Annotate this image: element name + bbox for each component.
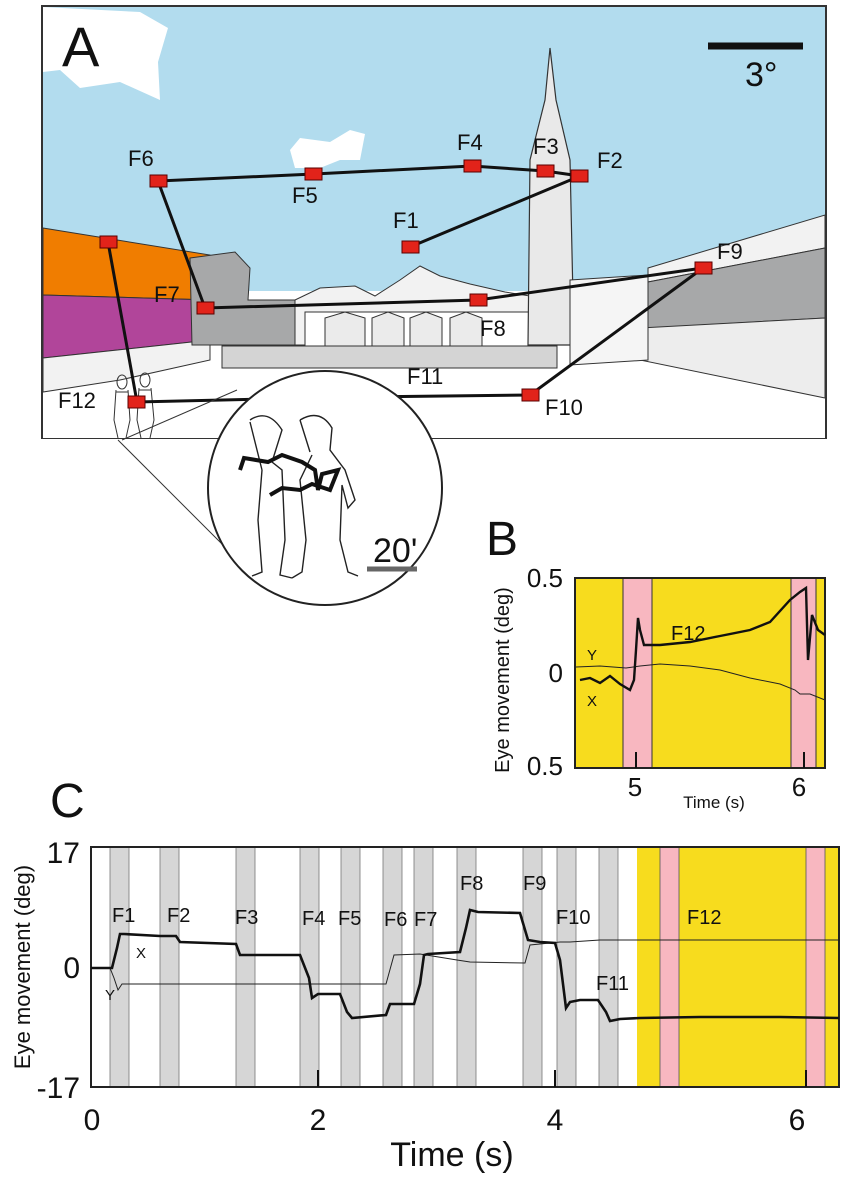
- cloud-middle: [290, 130, 365, 168]
- panel-c-saccade-band: [159, 846, 180, 1088]
- inset-scanpath: [238, 452, 342, 497]
- fixation-label-f3: F3: [533, 134, 559, 159]
- panel-c-fixation-label-f2: F2: [167, 905, 190, 927]
- fixation-marker-f2: [570, 169, 589, 183]
- fixation-marker-f1: [401, 240, 420, 254]
- panel-b-x-axis-label: Time (s): [683, 793, 745, 812]
- panel-c-x-trace: [91, 908, 840, 1023]
- panel-c-x-tick-label-6: 6: [789, 1104, 806, 1137]
- panel-c-f12-saccade-2: [805, 846, 826, 1088]
- fixation-label-f7: F7: [154, 282, 180, 307]
- panel-c-fixation-label-f5: F5: [338, 908, 361, 930]
- panel-c-y-tick-top: 17: [47, 837, 80, 870]
- panel-c-fixation-label-f6: F6: [384, 909, 407, 931]
- panel-label-a: A: [62, 15, 100, 78]
- fixation-marker-f12: [127, 395, 146, 409]
- panel-b-x-trace: [579, 585, 826, 692]
- fixation-marker-f5: [304, 167, 323, 181]
- arch-2: [371, 311, 405, 350]
- panel-label-b: B: [486, 513, 518, 566]
- fixation-label-f12: F12: [58, 388, 96, 413]
- right-middle-building: [569, 274, 649, 366]
- panel-c-fixation-label-f10: F10: [556, 907, 590, 929]
- panel-c-trace-label-x: X: [136, 945, 146, 962]
- panel-label-c: C: [50, 775, 85, 828]
- panel-c-saccade-band: [340, 846, 361, 1088]
- panel-b-y-axis-label: Eye movement (deg): [492, 587, 514, 773]
- panel-c-f12-saccade-1: [659, 846, 680, 1088]
- panel-c-saccade-band: [235, 846, 256, 1088]
- panel-c-fixation-label-f12: F12: [687, 907, 721, 929]
- panel-c-y-trace: [91, 939, 839, 992]
- fixation-label-f5: F5: [292, 183, 318, 208]
- panel-c-saccade-band: [598, 846, 619, 1088]
- panel-c-fixation-label-f9: F9: [523, 873, 546, 895]
- panel-b-trace-label-x: X: [587, 693, 597, 710]
- panel-b-plot-bg: [575, 578, 825, 768]
- panel-c-y-tick-bottom: -17: [37, 1072, 80, 1105]
- fixation-label-f4: F4: [457, 130, 483, 155]
- low-wall: [221, 345, 558, 369]
- panel-c-fixation-label-f7: F7: [414, 909, 437, 931]
- fixation-label-f2: F2: [597, 148, 623, 173]
- panel-c-y-axis-label: Eye movement (deg): [10, 865, 35, 1069]
- panel-c-x-tick-label-2: 2: [310, 1104, 327, 1137]
- fixation-marker-start: [99, 235, 118, 249]
- panel-c: C X Y F1 F2 F3 F4 F5 F6 F7 F8 F9 F1: [10, 775, 840, 1174]
- fixation-marker-f4: [463, 159, 482, 173]
- panel-b-saccade-2: [790, 577, 817, 769]
- scale-label: 3°: [745, 56, 778, 94]
- magnifier-connector-top: [121, 389, 238, 441]
- panel-b-trace-label-y: Y: [587, 647, 597, 664]
- panel-b-fixation-label: F12: [671, 623, 705, 645]
- panel-c-fixation-label-f4: F4: [302, 908, 325, 930]
- sky: [43, 7, 825, 291]
- fixation-label-f6: F6: [128, 146, 154, 171]
- fixation-label-f9: F9: [717, 239, 743, 264]
- fixation-marker-f10: [521, 388, 540, 402]
- fixation-marker-f3: [536, 164, 555, 178]
- panel-b-y-tick-top: 0.5: [527, 563, 563, 593]
- fixation-label-f11: F11: [407, 364, 443, 389]
- fixation-label-f10: F10: [545, 395, 583, 420]
- panel-a: F1 F2 F3 F4 F5 F6 F7 F8 F9 F10 F11 F12 3…: [41, 5, 827, 606]
- arch-4: [449, 311, 483, 350]
- panel-c-fixation-label-f3: F3: [235, 907, 258, 929]
- panel-b-y-tick-bottom: 0.5: [527, 751, 563, 781]
- left-gray-block: [189, 251, 309, 346]
- panel-b-frame: [574, 577, 826, 769]
- panel-c-saccade-band: [382, 846, 403, 1088]
- panel-b: B 0.5 0 0.5 Y X F12 5 6 Time (s) Eye mov…: [486, 513, 826, 812]
- panel-c-x-tick-label-4: 4: [547, 1104, 564, 1137]
- panel-c-x-tick-label-0: 0: [84, 1104, 101, 1137]
- inset-scale-label: 20': [373, 532, 417, 570]
- panel-b-y-tick-zero: 0: [549, 658, 563, 688]
- fixation-marker-f6: [149, 174, 168, 188]
- fixation-marker-f9: [694, 261, 713, 275]
- arch-3: [409, 311, 443, 350]
- fixation-marker-f7: [196, 301, 215, 315]
- panel-c-x-axis-label: Time (s): [390, 1136, 513, 1174]
- panel-c-fixation-label-f1: F1: [112, 905, 135, 927]
- arch-1: [324, 311, 366, 350]
- panel-b-x-tick-label-5: 5: [628, 772, 642, 802]
- panel-c-fixation-label-f8: F8: [460, 873, 483, 895]
- panel-c-y-tick-zero: 0: [63, 952, 80, 985]
- panel-b-y-trace: [575, 663, 826, 701]
- fixation-label-f8: F8: [480, 316, 506, 341]
- panel-b-x-tick-label-6: 6: [792, 772, 806, 802]
- panel-b-saccade-1: [622, 577, 653, 769]
- fixation-label-f1: F1: [393, 208, 419, 233]
- panel-c-saccade-band: [299, 846, 320, 1088]
- fixation-marker-f8: [469, 293, 488, 307]
- panel-c-trace-label-y: Y: [105, 987, 115, 1004]
- cloud-top-left: [43, 7, 168, 100]
- left-white-wall: [42, 339, 211, 393]
- panel-c-fixation-label-f11: F11: [596, 973, 629, 995]
